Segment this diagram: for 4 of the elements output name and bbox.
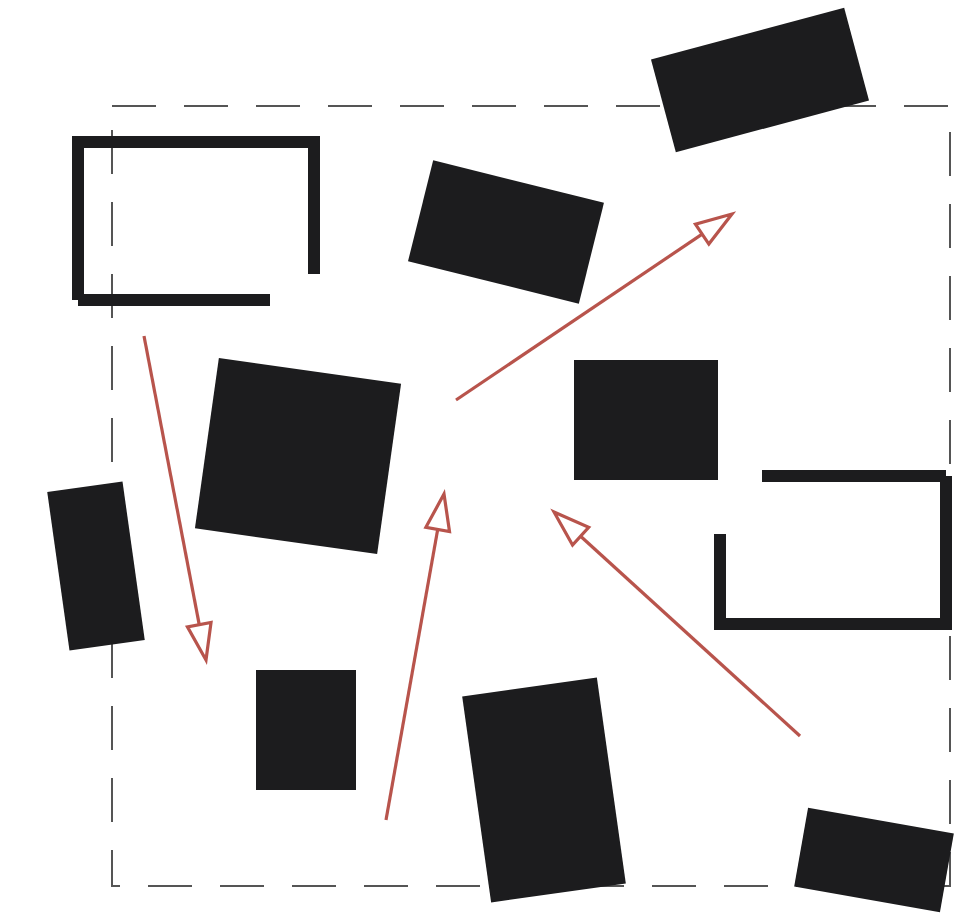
open-bracket-outline — [713, 470, 951, 630]
open-bracket-outline — [72, 135, 320, 305]
filled-rectangle — [574, 360, 718, 480]
filled-rectangle — [256, 670, 356, 790]
